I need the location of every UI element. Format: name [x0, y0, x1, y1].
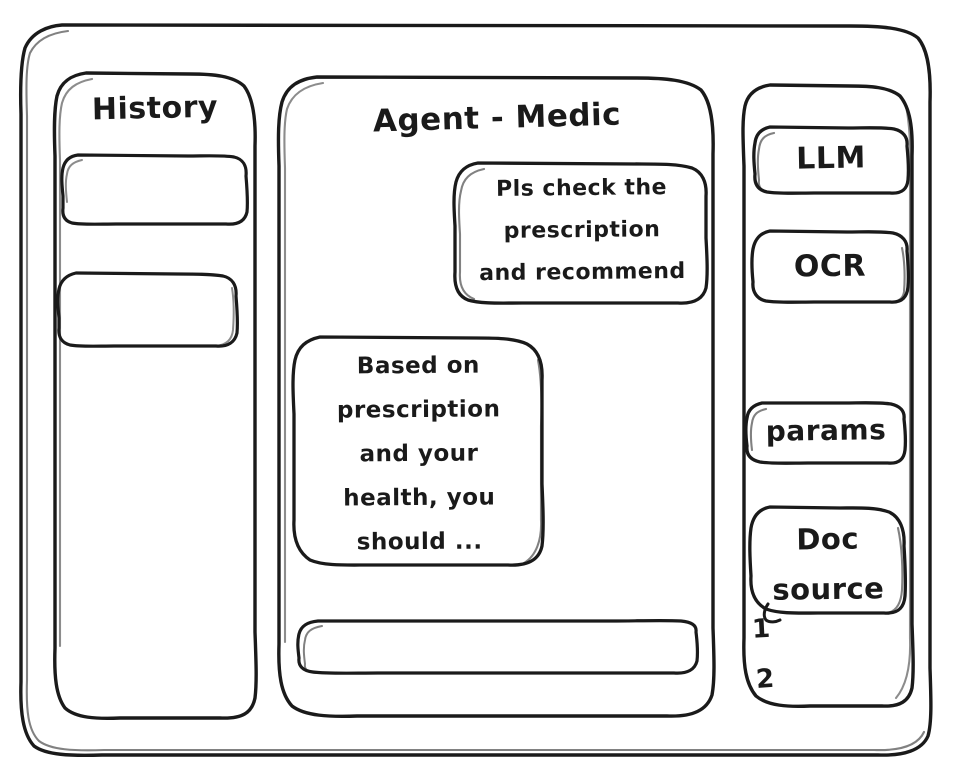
tool-button-doc-source-label: Doc source: [772, 521, 885, 607]
composer-input[interactable]: [296, 618, 700, 675]
chat-message-user-text: Pls check the prescription and recommend: [479, 175, 686, 287]
history-title: History: [91, 89, 219, 128]
chat-message-agent-text: Based on prescription and your health, y…: [336, 352, 501, 556]
history-item[interactable]: [56, 270, 240, 348]
history-item-border-sketch: [60, 153, 250, 226]
doc-source-item[interactable]: 2: [754, 663, 776, 696]
tool-button-ocr-label: OCR: [793, 248, 867, 285]
tool-button-llm-label: LLM: [795, 140, 867, 177]
tool-button-params-label: params: [765, 413, 887, 448]
doc-source-item[interactable]: 1: [751, 613, 772, 645]
composer-input-border-sketch: [296, 618, 700, 675]
history-item[interactable]: [60, 152, 250, 226]
history-item-border-sketch: [56, 271, 240, 348]
